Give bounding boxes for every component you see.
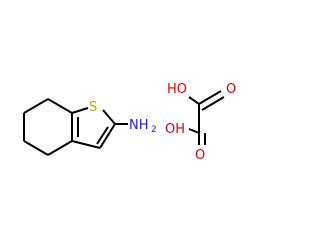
oxalic-c-oh-bond xyxy=(188,96,200,105)
sulfur-atom-label: S xyxy=(89,100,97,115)
chemical-structure-drawing: S NH 2 HO O OH O xyxy=(23,82,236,163)
ring-double-bond xyxy=(96,126,109,145)
ring-bond xyxy=(23,140,49,156)
oxalic-c-oh-bond xyxy=(188,128,200,134)
oxalic-co-double-bond xyxy=(201,96,225,111)
ring-bond xyxy=(47,140,73,156)
ring-bond xyxy=(99,123,116,149)
amine-label: NH xyxy=(129,118,149,133)
amine-subscript: 2 xyxy=(151,125,157,135)
hydroxyl-bottom-label: OH xyxy=(165,122,185,137)
thiophene-ring xyxy=(71,107,116,149)
ring-bond xyxy=(71,107,89,114)
ring-bond xyxy=(47,98,73,114)
ring-bond xyxy=(71,140,101,149)
cyclohexane-ring xyxy=(23,98,73,156)
oxalic-co-bond xyxy=(198,90,222,105)
structure-canvas: S NH 2 HO O OH O xyxy=(23,82,236,163)
carbonyl-top-label: O xyxy=(226,82,236,97)
hydroxyl-top-label: HO xyxy=(167,82,187,97)
carbonyl-bottom-label: O xyxy=(195,148,205,163)
oxalic-acid xyxy=(188,90,225,145)
ring-bond xyxy=(23,98,49,114)
ring-bond xyxy=(102,109,116,125)
